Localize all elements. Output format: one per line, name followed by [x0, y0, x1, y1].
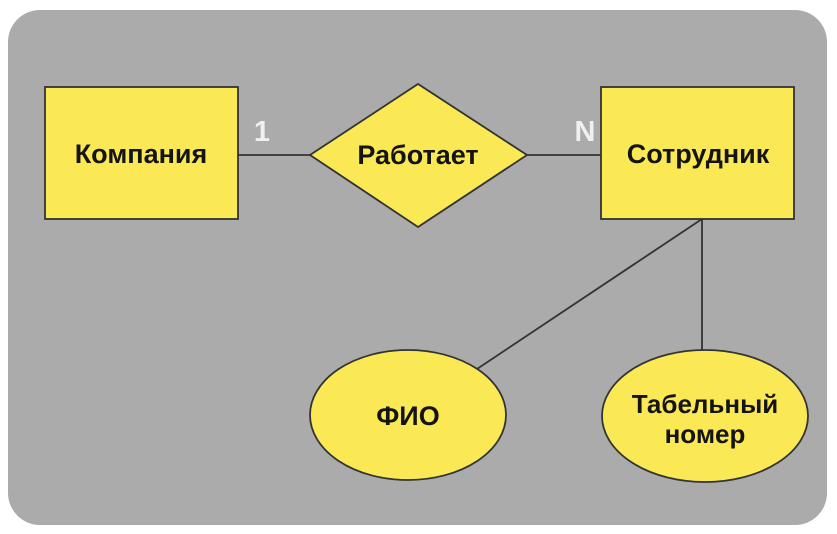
cardinality-one-label: 1 — [254, 116, 270, 148]
relationship-works-shape — [308, 82, 529, 229]
attribute-tab-number-label-line2: номер — [665, 419, 746, 449]
attribute-tab-number-shape — [601, 349, 809, 483]
entity-employee-shape — [600, 86, 795, 220]
entity-company-label: Компания — [75, 139, 208, 169]
relationship-works-label: Работает — [357, 140, 478, 170]
attribute-fio-shape — [309, 349, 507, 481]
attribute-fio-label: ФИО — [376, 401, 439, 431]
entity-company-shape — [44, 86, 239, 220]
entity-employee-label: Сотрудник — [627, 139, 770, 169]
attribute-tab-number-label-line1: Табельный — [632, 389, 779, 419]
cardinality-n-label: N — [575, 116, 596, 148]
